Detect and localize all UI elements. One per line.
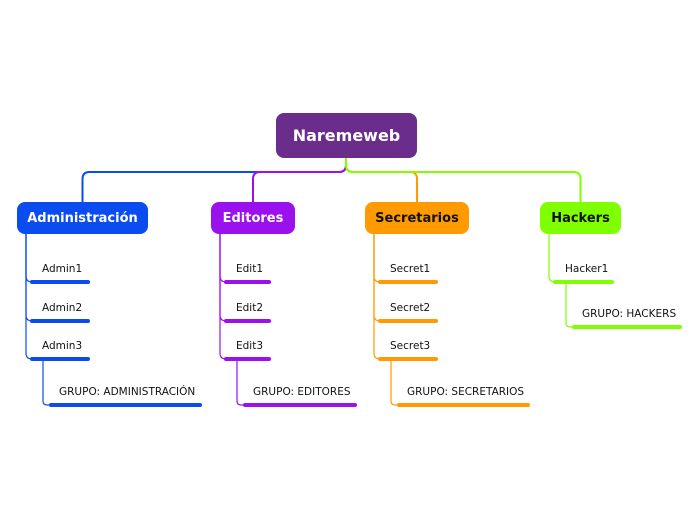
root-node[interactable]: Naremeweb: [276, 113, 417, 158]
branch-node-label: Editores: [222, 210, 284, 226]
connector-child-administracion-2: [25, 233, 33, 360]
leaf-admin2[interactable]: Admin2: [42, 302, 83, 314]
connector-child-editores-2: [219, 233, 227, 360]
leaf-secret3[interactable]: Secret3: [390, 340, 431, 352]
branch-node-editores[interactable]: Editores: [211, 202, 295, 234]
connector-group-secretarios: [390, 358, 400, 406]
group-administracion[interactable]: GRUPO: ADMINISTRACIÓN: [59, 386, 196, 398]
connector-child-hackers-0: [548, 233, 556, 283]
leaf-edit2[interactable]: Edit2: [236, 302, 264, 314]
connector-child-secretarios-0: [373, 233, 381, 283]
branch-node-label: Secretarios: [375, 210, 459, 226]
leaf-edit3[interactable]: Edit3: [236, 340, 264, 352]
connector-child-secretarios-1: [373, 233, 381, 322]
group-hackers[interactable]: GRUPO: HACKERS: [582, 308, 677, 320]
branch-node-label: Administración: [27, 210, 138, 226]
group-editores[interactable]: GRUPO: EDITORES: [253, 386, 351, 398]
branch-node-secretarios[interactable]: Secretarios: [365, 202, 469, 234]
branch-node-administracion[interactable]: Administración: [17, 202, 148, 234]
connector-group-administracion: [42, 358, 52, 406]
branch-node-hackers[interactable]: Hackers: [540, 202, 621, 234]
connector-child-editores-1: [219, 233, 227, 322]
connector-root-administracion: [81, 157, 347, 203]
leaf-hacker1[interactable]: Hacker1: [565, 263, 609, 275]
connector-child-administracion-1: [25, 233, 33, 322]
leaf-secret2[interactable]: Secret2: [390, 302, 431, 314]
connector-child-editores-0: [219, 233, 227, 283]
connector-child-administracion-0: [25, 233, 33, 283]
connector-root-editores: [252, 157, 347, 203]
connector-root-secretarios: [345, 157, 418, 203]
leaf-edit1[interactable]: Edit1: [236, 263, 264, 275]
group-secretarios[interactable]: GRUPO: SECRETARIOS: [407, 386, 525, 398]
leaf-secret1[interactable]: Secret1: [390, 263, 431, 275]
leaf-admin3[interactable]: Admin3: [42, 340, 83, 352]
connector-root-hackers: [345, 157, 582, 203]
connector-group-hackers: [565, 281, 575, 328]
connector-child-secretarios-2: [373, 233, 381, 360]
branch-node-label: Hackers: [551, 210, 610, 226]
connector-group-editores: [236, 358, 246, 406]
leaf-admin1[interactable]: Admin1: [42, 263, 83, 275]
root-node-label: Naremeweb: [292, 126, 401, 145]
